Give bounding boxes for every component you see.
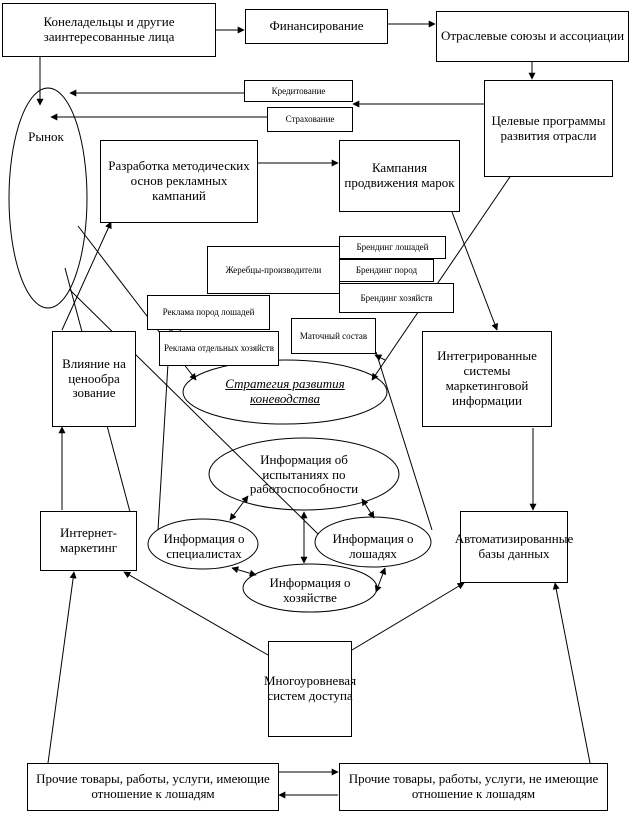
financing-label: Финансирование xyxy=(269,18,364,34)
target-programs-label: Целевые программы развития отрасли xyxy=(491,112,606,143)
internet-marketing-box: Интернет-маркетинг xyxy=(40,511,137,571)
stallions-label: Жеребцы-производители xyxy=(225,264,322,275)
other-goods-related-box: Прочие товары, работы, услуги, имеющие о… xyxy=(27,763,279,811)
arrow-related-internet xyxy=(47,571,77,764)
brand-campaigns-box: Кампания продвижения марок xyxy=(339,140,460,212)
arrow-specialists-farm xyxy=(231,566,257,577)
info-tests-label: Информация об испытаниях по работоспособ… xyxy=(249,452,359,497)
branding-breeds-box: Брендинг пород xyxy=(339,259,434,282)
info-specialists-label: Информация о специалистах xyxy=(163,532,245,561)
info-tests-label-box: Информация об испытаниях по работоспособ… xyxy=(234,452,374,498)
info-tests-ellipse xyxy=(208,437,400,511)
strategy-label: Стратегия развития коневодства xyxy=(225,376,345,406)
arrow-price-methodology xyxy=(61,221,112,331)
market-ellipse xyxy=(8,87,88,309)
branding-horses-label: Брендинг лошадей xyxy=(356,242,429,253)
access-system-label: Многоуровневая систем доступа xyxy=(263,673,357,703)
price-influence-label: Влияние на ценообра зование xyxy=(62,355,126,401)
integrated-systems-label: Интегрированные системы маркетинговой ин… xyxy=(437,348,537,408)
other-goods-unrelated-box: Прочие товары, работы, услуги, не имеющи… xyxy=(339,763,608,811)
crediting-label: Кредитование xyxy=(271,85,326,96)
arrow-brand-integrated xyxy=(451,211,499,331)
methodology-box: Разработка методических основ рекламных … xyxy=(100,140,258,223)
integrated-systems-box: Интегрированные системы маркетинговой ин… xyxy=(422,331,552,427)
automated-db-label: Автоматизированные базы данных xyxy=(454,531,574,561)
arrow-horses-farm xyxy=(374,567,387,593)
unions-box: Отраслевые союзы и ассоциации xyxy=(436,11,629,62)
automated-db-box: Автоматизированные базы данных xyxy=(455,511,573,583)
internet-marketing-label: Интернет-маркетинг xyxy=(59,525,118,555)
ads-farms-label: Реклама отдельных хозяйств xyxy=(164,343,274,354)
mare-stock-box: Маточный состав xyxy=(291,318,376,354)
branding-farms-label: Брендинг хозяйств xyxy=(360,292,433,303)
info-specialists-ellipse xyxy=(147,518,259,570)
arrow-target-strategy xyxy=(371,161,521,381)
unions-label: Отраслевые союзы и ассоциации xyxy=(440,28,625,44)
branding-farms-box: Брендинг хозяйств xyxy=(339,283,454,313)
stallions-box: Жеребцы-производители xyxy=(207,246,340,294)
ads-farms-box: Реклама отдельных хозяйств xyxy=(159,331,279,366)
crediting-box: Кредитование xyxy=(244,80,353,102)
ads-breeds-label: Реклама пород лошадей xyxy=(162,307,255,318)
owners-label: Конеладельцы и другие заинтересованные л… xyxy=(43,14,175,44)
price-influence-box: Влияние на ценообра зование xyxy=(52,331,136,427)
arrow-access-db xyxy=(351,582,465,651)
branding-horses-box: Брендинг лошадей xyxy=(339,236,446,259)
arrow-unrelated-db xyxy=(552,582,591,764)
owners-box: Конеладельцы и другие заинтересованные л… xyxy=(2,3,216,57)
arrow-strategy-mare xyxy=(374,354,386,361)
strategy-label-box: Стратегия развития коневодства xyxy=(200,370,370,414)
brand-campaigns-label: Кампания продвижения марок xyxy=(344,160,455,190)
strategy-ellipse xyxy=(182,359,388,425)
arrow-tests-horses xyxy=(361,498,375,519)
info-specialists-label-box: Информация о специалистах xyxy=(160,532,248,562)
ads-breeds-box: Реклама пород лошадей xyxy=(147,295,270,330)
arrow-tests-specialists xyxy=(229,495,249,521)
mare-stock-label: Маточный состав xyxy=(299,330,368,341)
info-horses-label-box: Информация о лошадях xyxy=(330,532,416,562)
info-horses-label: Информация о лошадях xyxy=(332,532,414,561)
line-market-horses xyxy=(69,289,319,535)
other-goods-unrelated-label: Прочие товары, работы, услуги, не имеющи… xyxy=(348,771,599,801)
info-farm-label-box: Информация о хозяйстве xyxy=(262,574,358,608)
methodology-label: Разработка методических основ рекламных … xyxy=(108,158,250,203)
access-system-box: Многоуровневая систем доступа xyxy=(264,641,356,737)
info-farm-label: Информация о хозяйстве xyxy=(269,575,351,605)
line-horses-mare xyxy=(375,351,433,531)
insurance-box: Страхование xyxy=(267,107,353,132)
other-goods-related-label: Прочие товары, работы, услуги, имеющие о… xyxy=(36,771,270,801)
arrow-access-internet xyxy=(123,571,269,656)
insurance-label: Страхование xyxy=(285,114,335,125)
financing-box: Финансирование xyxy=(245,9,388,44)
branding-breeds-label: Брендинг пород xyxy=(355,265,418,276)
market-label: Рынок xyxy=(28,129,64,144)
target-programs-box: Целевые программы развития отрасли xyxy=(484,80,613,177)
